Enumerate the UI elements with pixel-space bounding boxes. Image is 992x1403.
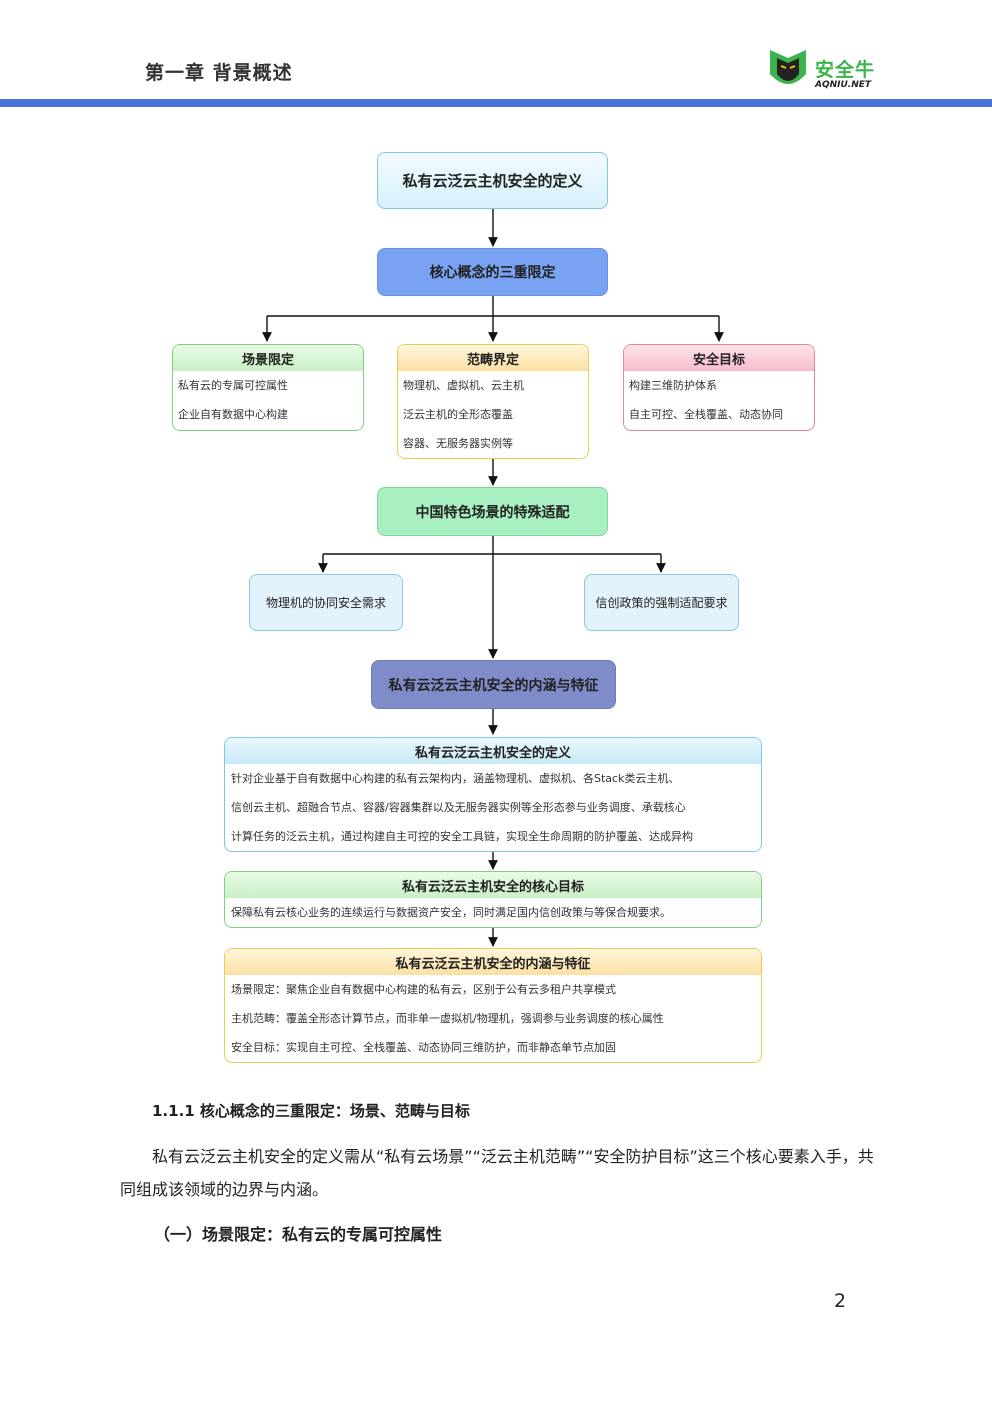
- card-title: 私有云泛云主机安全的内涵与特征: [225, 949, 761, 975]
- card-line: 针对企业基于自有数据中心构建的私有云架构内，涵盖物理机、虚拟机、各Stack类云…: [231, 772, 680, 785]
- definition-detail-card: 私有云泛云主机安全的定义 针对企业基于自有数据中心构建的私有云架构内，涵盖物理机…: [224, 737, 762, 852]
- card-line: 保障私有云核心业务的连续运行与数据资产安全，同时满足国内信创政策与等保合规要求。: [231, 906, 671, 919]
- china-adaptation-box: 中国特色场景的特殊适配: [377, 487, 608, 536]
- card-item: 物理机、虚拟机、云主机: [403, 379, 524, 392]
- card-title: 私有云泛云主机安全的核心目标: [225, 872, 761, 898]
- connotation-detail-card: 私有云泛云主机安全的内涵与特征 场景限定：聚焦企业自有数据中心构建的私有云，区别…: [224, 948, 762, 1063]
- card-title: 安全目标: [624, 345, 814, 371]
- page-number: 2: [834, 1290, 847, 1312]
- logo-subtitle: AQNIU.NET: [815, 80, 872, 90]
- card-title: 私有云泛云主机安全的定义: [225, 738, 761, 764]
- card-item: 构建三维防护体系: [629, 379, 717, 392]
- card-item: 容器、无服务器实例等: [403, 437, 513, 450]
- card-title: 范畴界定: [398, 345, 588, 371]
- card-line: 信创云主机、超融合节点、容器/容器集群以及无服务器实例等全形态参与业务调度、承载…: [231, 801, 686, 814]
- card-item: 自主可控、全栈覆盖、动态协同: [629, 408, 783, 421]
- card-title: 场景限定: [173, 345, 363, 371]
- card-item: 泛云主机的全形态覆盖: [403, 408, 513, 421]
- connotation-box: 私有云泛云主机安全的内涵与特征: [371, 660, 616, 709]
- shield-logo-icon: [770, 50, 806, 84]
- card-item: 私有云的专属可控属性: [178, 379, 288, 392]
- card-line: 安全目标：实现自主可控、全栈覆盖、动态协同三维防护，而非静态单节点加固: [231, 1041, 616, 1054]
- card-line: 主机范畴：覆盖全形态计算节点，而非单一虚拟机/物理机，强调参与业务调度的核心属性: [231, 1012, 664, 1025]
- card-line: 场景限定：聚焦企业自有数据中心构建的私有云，区别于公有云多租户共享模式: [231, 983, 616, 996]
- physical-machine-need-box: 物理机的协同安全需求: [249, 574, 403, 631]
- security-goal-card: 安全目标 构建三维防护体系 自主可控、全栈覆盖、动态协同: [623, 344, 815, 431]
- xinchuang-policy-box: 信创政策的强制适配要求: [584, 574, 739, 631]
- core-concept-box: 核心概念的三重限定: [377, 248, 608, 296]
- chapter-title: 第一章 背景概述: [145, 62, 293, 84]
- card-line: 计算任务的泛云主机，通过构建自主可控的安全工具链，实现全生命周期的防护覆盖、达成…: [231, 830, 693, 843]
- core-goal-card: 私有云泛云主机安全的核心目标 保障私有云核心业务的连续运行与数据资产安全，同时满…: [224, 871, 762, 928]
- scope-card: 范畴界定 物理机、虚拟机、云主机 泛云主机的全形态覆盖 容器、无服务器实例等: [397, 344, 589, 459]
- card-item: 企业自有数据中心构建: [178, 408, 288, 421]
- body-paragraph: 私有云泛云主机安全的定义需从“私有云场景”“泛云主机范畴”“安全防护目标”这三个…: [120, 1147, 874, 1199]
- section-heading: （一）场景限定：私有云的专属可控属性: [154, 1225, 443, 1244]
- definition-title-box: 私有云泛云主机安全的定义: [377, 152, 608, 209]
- scene-limit-card: 场景限定 私有云的专属可控属性 企业自有数据中心构建: [172, 344, 364, 431]
- header-divider: [0, 99, 992, 107]
- logo-text: 安全牛: [815, 59, 876, 81]
- subsection-heading: 1.1.1 核心概念的三重限定：场景、范畴与目标: [152, 1102, 470, 1120]
